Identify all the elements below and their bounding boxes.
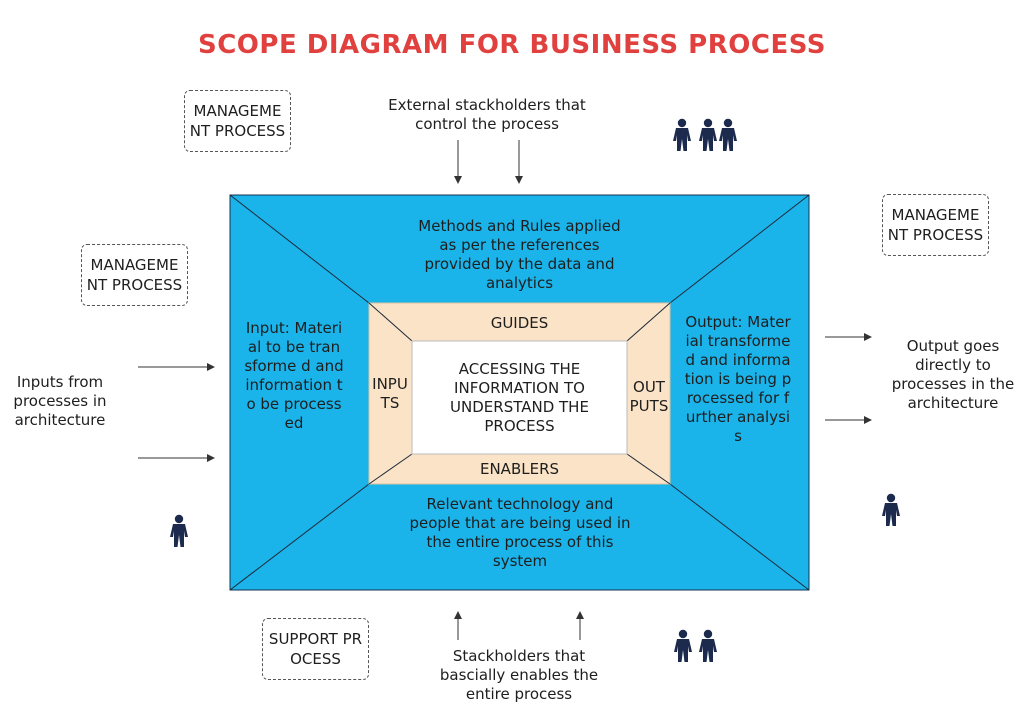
management-process-box-mid-left: MANAGEME NT PROCESS xyxy=(81,244,188,306)
technology-people-text: Relevant technology and people that are … xyxy=(409,495,631,570)
person-icon xyxy=(170,514,188,547)
outputs-label: Output goes directly to processes in the… xyxy=(891,337,1015,412)
inputs-frame-label: INPU TS xyxy=(372,375,408,412)
frame-diagonal-br xyxy=(626,453,671,485)
diagonal-bottom-left xyxy=(229,483,370,591)
person-icon xyxy=(719,118,737,151)
person-icon xyxy=(699,629,717,662)
diagonal-top-right xyxy=(669,194,810,304)
management-process-box-right: MANAGEME NT PROCESS xyxy=(882,194,989,256)
frame-diagonal-tl xyxy=(368,302,413,342)
outputs-frame-label: OUT PUTS xyxy=(629,378,669,415)
input-panel-text: Input: Material to be transforme d and i… xyxy=(244,319,344,432)
center-box xyxy=(411,340,628,455)
methods-rules-text: Methods and Rules applied as per the ref… xyxy=(418,217,621,292)
external-stakeholders-top-label: External stackholders that control the p… xyxy=(388,96,586,133)
center-text: ACCESSING THE INFORMATION TO UNDERSTAND … xyxy=(450,360,589,435)
diagonal-bottom-right xyxy=(669,483,810,591)
enablers-label: ENABLERS xyxy=(479,460,560,478)
inputs-label: Inputs from processes in architecture xyxy=(13,373,107,429)
person-icon xyxy=(699,118,717,151)
frame-diagonal-bl xyxy=(368,453,413,485)
person-icon xyxy=(882,493,900,526)
person-icon xyxy=(673,118,691,151)
diagram-title: SCOPE DIAGRAM FOR BUSINESS PROCESS xyxy=(198,30,826,60)
external-stakeholders-bottom-label: Stackholders that bascially enables the … xyxy=(439,647,599,703)
diagonal-top-left xyxy=(229,194,370,304)
output-panel-text: Output: Material transforme d and inform… xyxy=(684,313,792,445)
guides-label: GUIDES xyxy=(490,314,549,332)
management-process-box-top-left: MANAGEME NT PROCESS xyxy=(184,90,291,152)
frame-diagonal-tr xyxy=(626,302,671,342)
person-icon xyxy=(674,629,692,662)
support-process-box: SUPPORT PROCESS xyxy=(262,618,369,680)
